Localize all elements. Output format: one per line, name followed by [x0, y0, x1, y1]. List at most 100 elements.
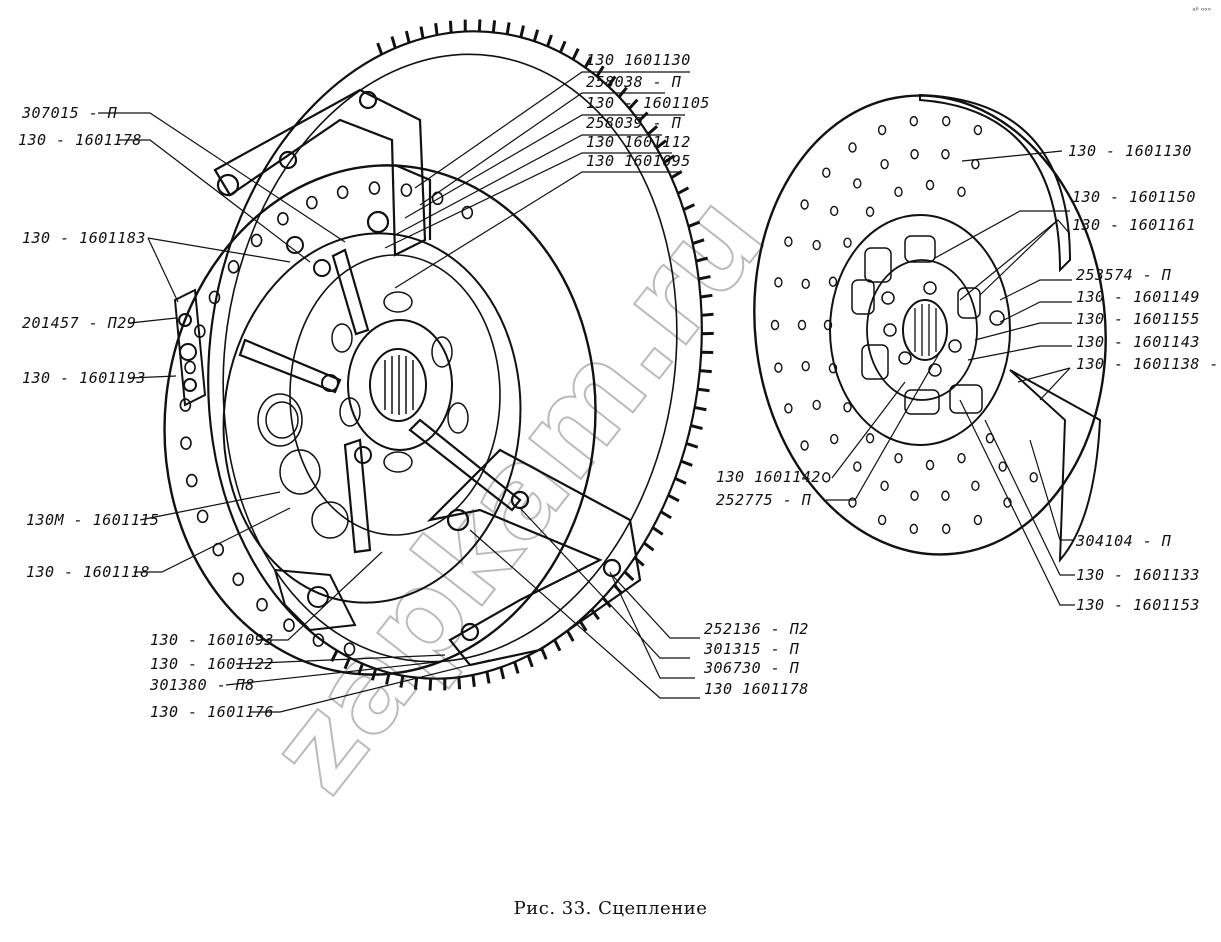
figure-caption: Рис. 33. Сцепление: [513, 898, 708, 919]
friction-hole: [843, 237, 852, 248]
gear-tooth: [519, 25, 525, 38]
gear-tooth: [628, 98, 639, 110]
label-130m-1601115: 130М - 1601115: [26, 511, 159, 529]
friction-hole: [877, 514, 887, 526]
gear-tooth: [667, 493, 680, 503]
plate-hole: [400, 183, 413, 197]
gear-tooth: [651, 526, 664, 536]
gear-tooth: [485, 671, 491, 684]
friction-hole: [942, 523, 951, 535]
friction-hole: [909, 523, 918, 535]
friction-hole: [894, 186, 903, 198]
plate-hole: [461, 205, 474, 220]
label-130-1601138-a2: 130 - 1601138 - А2: [1076, 355, 1221, 373]
label-253574-p: 253574 - П: [1076, 266, 1172, 284]
release-levers: [238, 248, 522, 554]
lever-pivots: [286, 236, 372, 464]
friction-hole: [800, 199, 809, 210]
friction-hole: [823, 319, 833, 331]
gear-tooth: [643, 541, 655, 552]
driven-disc: [753, 93, 1107, 563]
label-130-1601130-right: 130 - 1601130: [1068, 142, 1192, 160]
friction-hole: [853, 178, 862, 189]
gear-tooth: [491, 20, 497, 33]
label-252775-p: 252775 - П: [716, 491, 812, 509]
ring-gear: [207, 19, 714, 691]
friction-hole: [828, 276, 838, 287]
friction-hole: [957, 452, 966, 464]
gear-tooth: [701, 312, 714, 317]
gear-tooth: [448, 20, 453, 33]
gear-tooth: [404, 30, 411, 44]
label-130-1601161: 130 - 1601161: [1072, 216, 1196, 234]
friction-hole: [877, 124, 887, 136]
gear-tooth: [376, 42, 384, 55]
part-labels: 307015 - П 130 - 1601178 130 - 1601183 2…: [18, 51, 1221, 721]
leaders-right: [826, 150, 1075, 606]
leaders-left: [98, 112, 491, 713]
gear-tooth: [663, 154, 676, 164]
gear-tooth: [532, 29, 540, 42]
gear-tooth: [700, 293, 713, 299]
gear-tooth: [699, 369, 712, 374]
friction-hole: [880, 158, 889, 170]
gear-tooth: [692, 238, 705, 246]
plate-hole: [343, 642, 356, 656]
friction-hole: [941, 149, 950, 160]
disc-friction-holes: [770, 115, 1038, 535]
friction-hole: [973, 514, 983, 526]
plate-hole: [250, 233, 263, 248]
friction-hole: [822, 167, 831, 178]
friction-hole: [829, 205, 839, 217]
label-130-1601153: 130 - 1601153: [1076, 596, 1200, 614]
friction-hole: [925, 459, 935, 471]
friction-hole: [784, 236, 793, 247]
plate-hole: [180, 436, 192, 450]
friction-hole: [941, 490, 950, 501]
friction-hole: [909, 115, 918, 127]
gear-tooth: [623, 570, 635, 582]
label-258038-p: 258038 - П: [586, 73, 682, 91]
label-130-1601178-left: 130 - 1601178: [18, 131, 142, 149]
friction-hole: [910, 490, 919, 501]
label-304104-p: 304104 - П: [1075, 532, 1172, 550]
hub-splines: [384, 355, 414, 415]
label-201457-p29: 201457 - П29: [22, 314, 136, 332]
label-130-1601122: 130 - 1601122: [150, 655, 274, 673]
plate-hole: [277, 212, 289, 226]
label-130-1601176: 130 - 1601176: [150, 703, 274, 721]
friction-hole: [973, 124, 983, 136]
plate-hole: [196, 509, 209, 524]
label-130-1601150: 130 - 1601150: [1072, 188, 1196, 206]
label-130-1601155: 130 - 1601155: [1076, 310, 1200, 328]
damper-springs: [851, 235, 983, 415]
friction-hole: [925, 179, 935, 191]
plate-hole: [232, 572, 245, 587]
gear-tooth: [499, 666, 506, 680]
gear-tooth: [559, 40, 567, 53]
top-cover-bracket: [213, 88, 432, 257]
friction-hole: [942, 115, 951, 127]
gear-tooth: [674, 477, 687, 485]
friction-hole: [812, 239, 821, 251]
gear-tooth: [647, 125, 659, 136]
flywheel-assembly: [163, 19, 714, 691]
friction-hole: [848, 142, 857, 153]
gear-tooth: [477, 19, 482, 32]
friction-hole: [865, 206, 875, 217]
plate-hole: [306, 195, 318, 210]
label-307015-p: 307015 - П: [21, 104, 118, 122]
gear-tooth: [607, 75, 617, 88]
plate-hole: [227, 260, 240, 274]
gear-tooth: [390, 36, 397, 49]
friction-hole: [801, 278, 810, 290]
gear-tooth: [655, 139, 667, 150]
gear-tooth: [690, 424, 703, 431]
gear-tooth: [513, 661, 520, 674]
gear-tooth: [660, 510, 672, 520]
friction-hole: [894, 452, 903, 464]
gear-tooth: [471, 674, 476, 688]
disc-hub-splines: [914, 304, 937, 356]
